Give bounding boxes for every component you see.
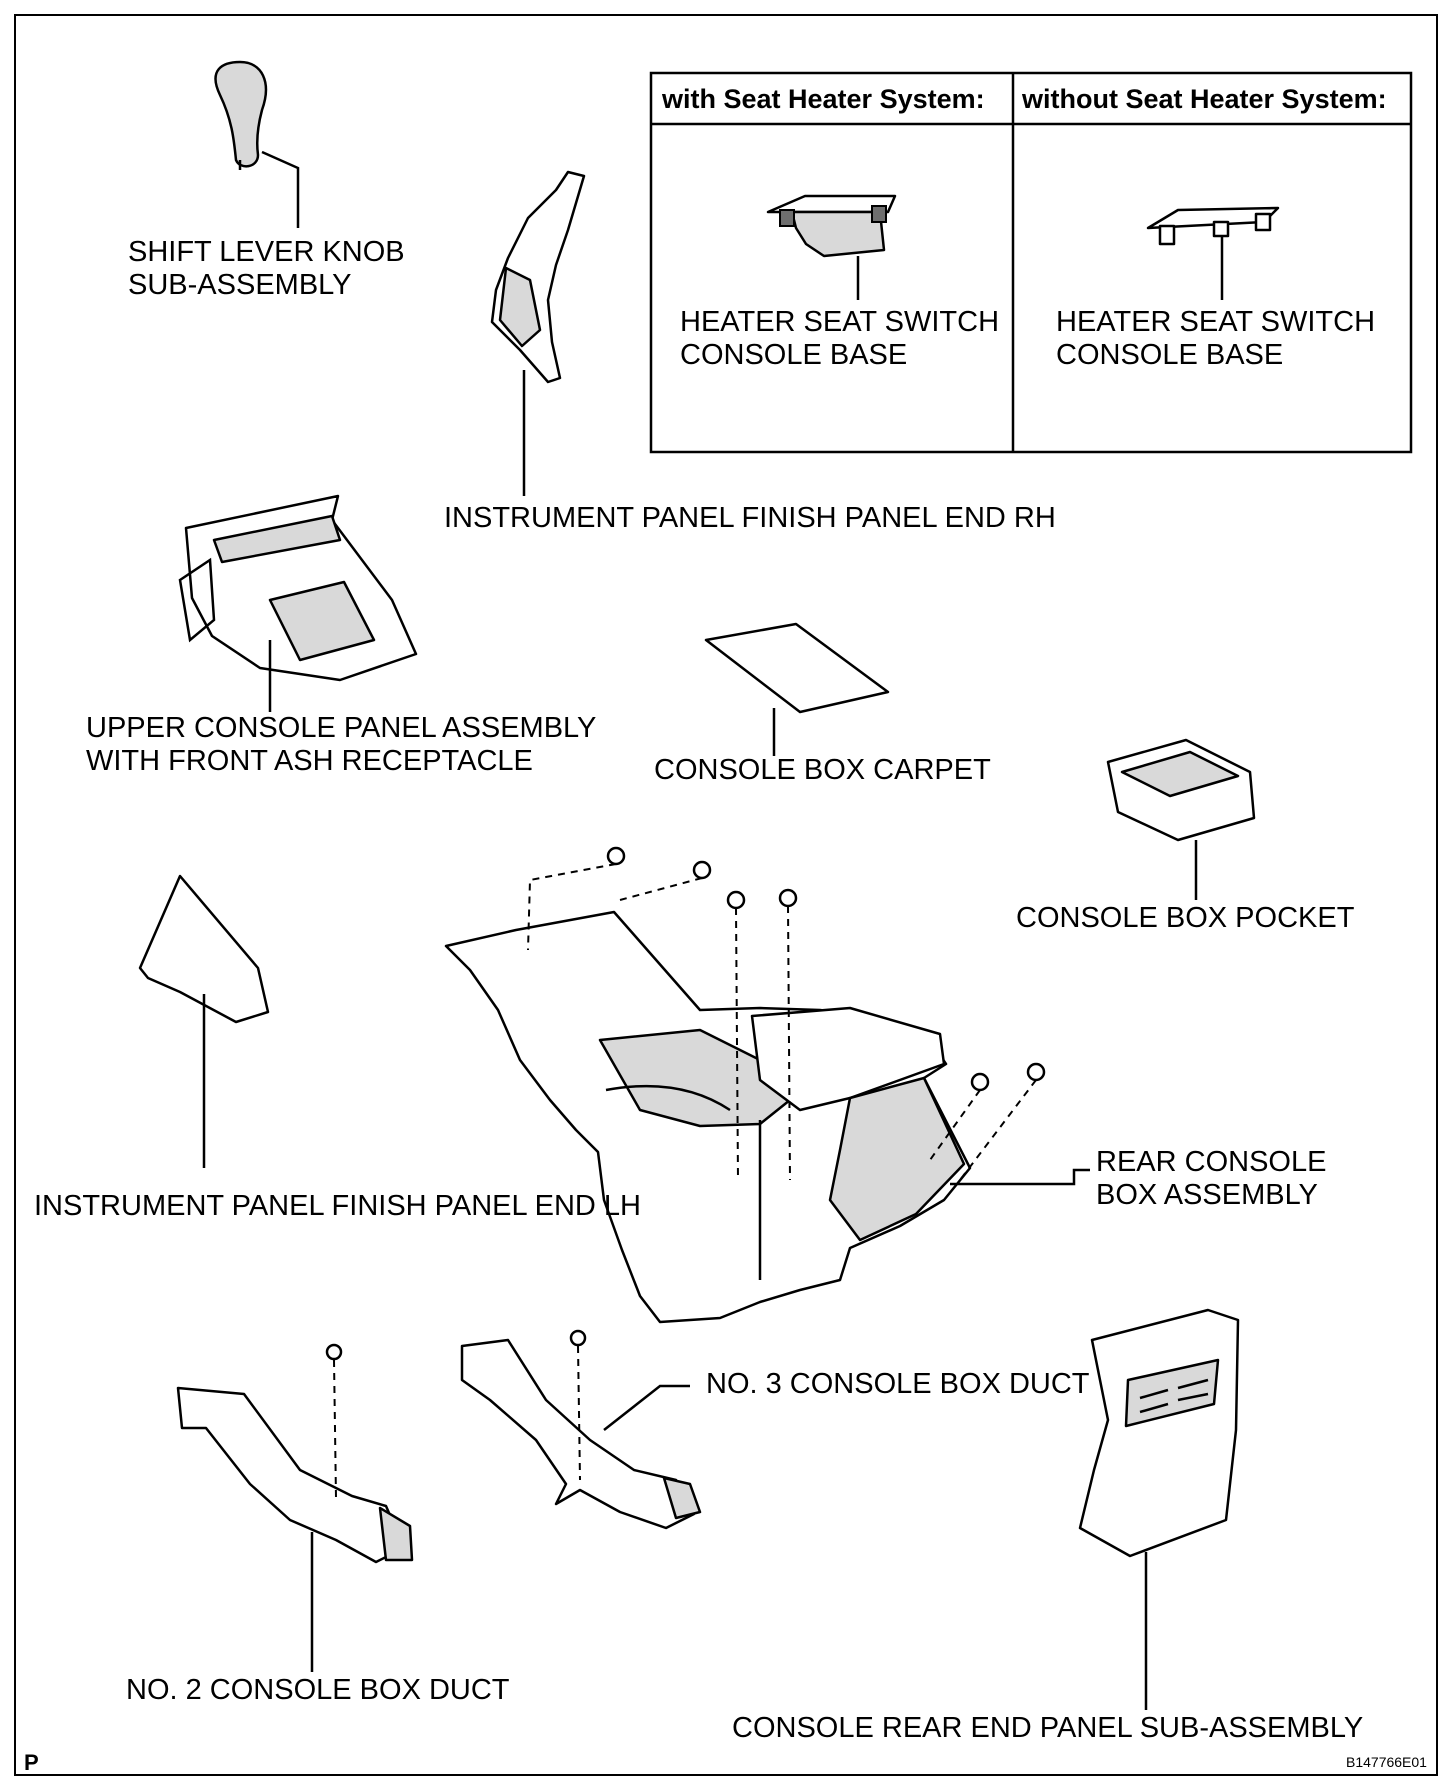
inset-header-with: with Seat Heater System:: [662, 84, 985, 114]
heater-switch-base-without-label: HEATER SEAT SWITCH CONSOLE BASE: [1056, 306, 1376, 371]
console-box-carpet-label: CONSOLE BOX CARPET: [654, 754, 991, 786]
duct3-label: NO. 3 CONSOLE BOX DUCT: [706, 1368, 1090, 1400]
upper-console-panel-drawing: [178, 494, 418, 712]
rear-console-bolts: [606, 846, 1046, 1092]
inset-header-without: without Seat Heater System:: [1022, 84, 1387, 114]
heater-switch-base-without-drawing: [1146, 206, 1280, 300]
console-rear-end-panel-drawing: [1078, 1308, 1240, 1710]
finish-panel-end-rh-drawing: [490, 170, 586, 496]
duct2-label: NO. 2 CONSOLE BOX DUCT: [126, 1674, 510, 1706]
console-box-carpet-drawing: [704, 622, 890, 756]
seat-heater-inset-box: [649, 71, 1413, 454]
diagram-frame: [14, 14, 1438, 1776]
rear-console-box-label: REAR CONSOLE BOX ASSEMBLY: [1096, 1146, 1327, 1211]
page-mark: P: [24, 1750, 39, 1775]
upper-console-panel-label: UPPER CONSOLE PANEL ASSEMBLY WITH FRONT …: [86, 712, 597, 777]
heater-switch-base-with-label: HEATER SEAT SWITCH CONSOLE BASE: [680, 306, 1000, 371]
finish-panel-end-lh-label: INSTRUMENT PANEL FINISH PANEL END LH: [34, 1190, 641, 1222]
finish-panel-end-rh-label: INSTRUMENT PANEL FINISH PANEL END RH: [444, 502, 1056, 534]
duct3-drawing: [460, 1329, 702, 1530]
console-box-pocket-drawing: [1106, 738, 1256, 900]
heater-switch-base-with-drawing: [766, 194, 897, 300]
figure-code: B147766E01: [1346, 1754, 1427, 1770]
rear-end-panel-label: CONSOLE REAR END PANEL SUB-ASSEMBLY: [732, 1712, 1364, 1744]
finish-panel-end-lh-drawing: [138, 874, 270, 1168]
console-box-pocket-label: CONSOLE BOX POCKET: [1016, 902, 1355, 934]
shift-lever-knob-drawing: [214, 60, 300, 228]
shift-knob-label: SHIFT LEVER KNOB SUB-ASSEMBLY: [128, 236, 405, 301]
rear-console-box-drawing: [444, 846, 1090, 1324]
duct2-drawing: [176, 1343, 414, 1672]
